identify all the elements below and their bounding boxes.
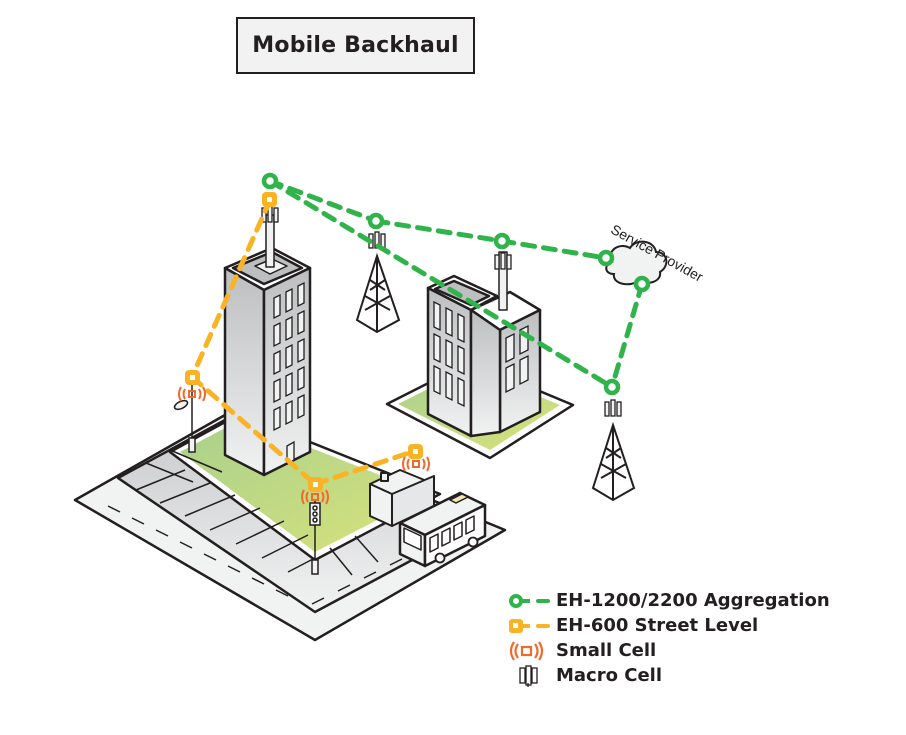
small-cell-icon [402,456,430,472]
small-cell-icon [508,640,556,662]
macro-cell-icon [604,399,622,417]
legend-item-aggregation: EH-1200/2200 Aggregation [508,588,830,613]
legend-item-macro-cell: Macro Cell [508,663,830,688]
right-building-windows [433,300,529,408]
aggregation-node [493,232,511,250]
bus [398,491,487,568]
legend: EH-1200/2200 Aggregation EH-600 Street L… [508,588,830,688]
green-link-icon [508,590,556,612]
aggregation-nodes [261,172,651,396]
legend-label: EH-1200/2200 Aggregation [556,590,830,611]
traffic-light [309,500,321,575]
macro-cell-antennas [261,205,622,417]
legend-label: EH-600 Street Level [556,615,759,636]
legend-item-street-level: EH-600 Street Level [508,613,830,638]
small-cell-icon [301,489,329,505]
legend-label: Small Cell [556,640,657,661]
small-cells [178,386,430,505]
aggregation-node [367,212,385,230]
aggregation-node [633,275,651,293]
bus-stop [369,469,435,527]
macro-cell-icon [508,664,556,687]
macro-tower-1 [355,252,401,334]
aggregation-node [597,249,615,267]
sidewalk-lines [135,449,379,576]
macro-cell-icon [494,252,512,270]
tall-building [223,214,312,477]
small-cell-icon [178,386,206,402]
aggregation-node [261,172,279,190]
legend-label: Macro Cell [556,665,662,686]
road-dashes [107,505,403,605]
diagram-title: Mobile Backhaul [236,17,475,74]
macro-tower-2 [591,421,636,502]
orange-link-icon [508,615,556,637]
aggregation-node [603,378,621,396]
legend-item-small-cell: Small Cell [508,638,830,663]
street-level-links [189,197,418,487]
right-building [385,251,575,460]
street-light [173,385,196,453]
aggregation-links [267,178,645,390]
service-provider-cloud [605,240,668,286]
